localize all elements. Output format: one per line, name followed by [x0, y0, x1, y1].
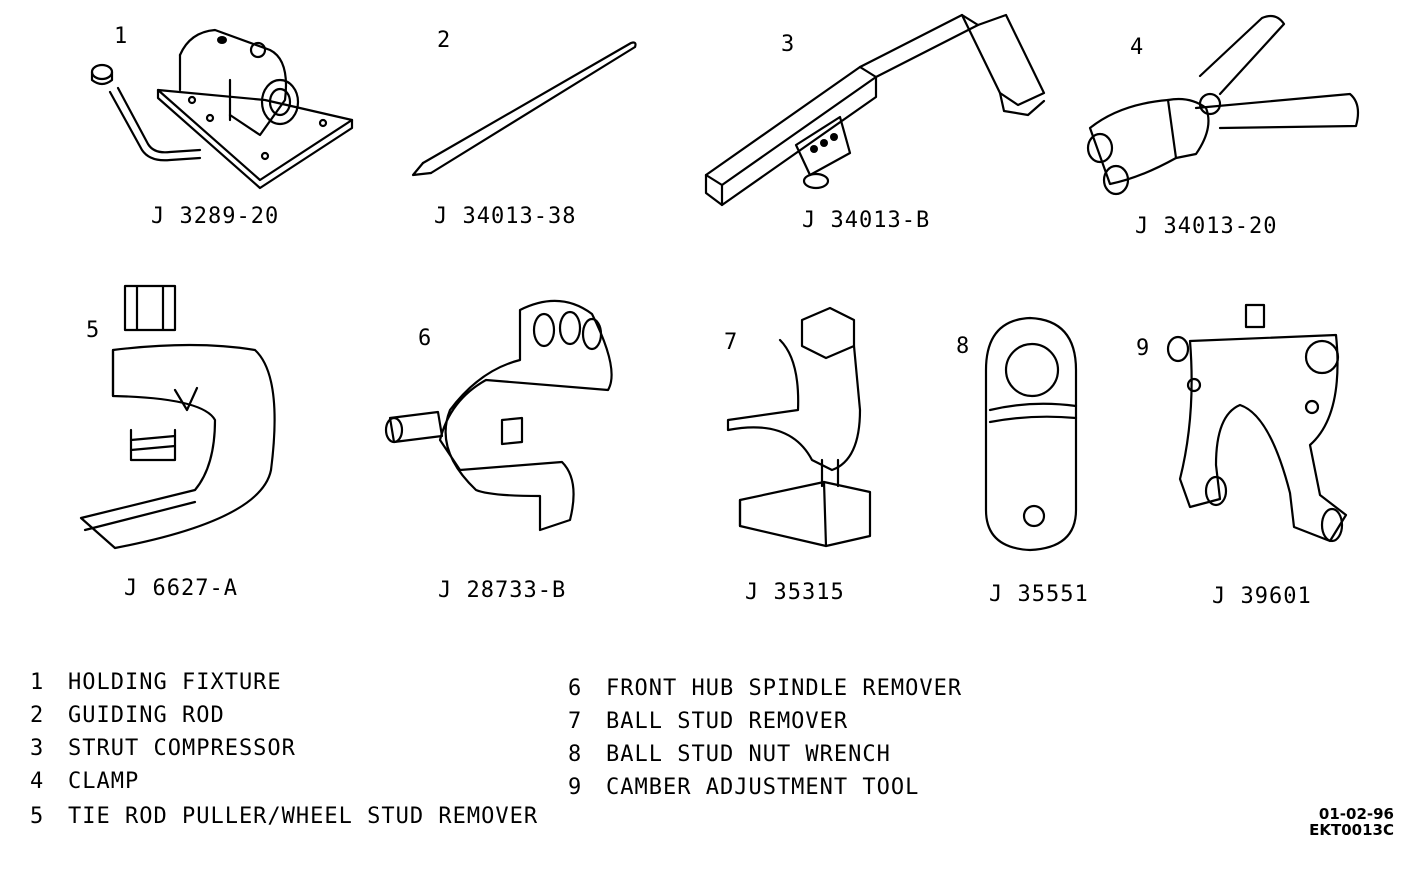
tool-5-part-number: J 6627-A — [124, 576, 238, 601]
tool-1-part-number: J 3289-20 — [151, 204, 280, 229]
tool-5-number: 5 — [86, 318, 100, 343]
clamp-drawing — [1080, 8, 1360, 198]
ball-stud-remover-drawing — [720, 300, 880, 550]
tool-7-number: 7 — [724, 330, 738, 355]
ball-stud-nut-wrench-drawing — [976, 310, 1086, 560]
tool-6-number: 6 — [418, 326, 432, 351]
tie-rod-puller-drawing — [75, 280, 295, 552]
tool-8-part-number: J 35551 — [989, 582, 1089, 607]
tool-4-part-number: J 34013-20 — [1135, 214, 1278, 239]
tool-2-part-number: J 34013-38 — [434, 204, 577, 229]
tool-3-part-number: J 34013-B — [802, 208, 931, 233]
tool-9-number: 9 — [1136, 336, 1150, 361]
guiding-rod-drawing — [405, 35, 645, 185]
tool-9-part-number: J 39601 — [1212, 584, 1312, 609]
holding-fixture-drawing — [80, 20, 370, 190]
camber-adjustment-tool-drawing — [1160, 295, 1370, 550]
strut-compressor-drawing — [700, 5, 1060, 215]
tool-7-part-number: J 35315 — [745, 580, 845, 605]
tool-3-number: 3 — [781, 32, 795, 57]
tool-6-part-number: J 28733-B — [438, 578, 567, 603]
tool-4-number: 4 — [1130, 35, 1144, 60]
tool-1-number: 1 — [114, 24, 128, 49]
figure-code: 01-02-96 EKT0013C — [1309, 806, 1394, 838]
tool-2-number: 2 — [437, 28, 451, 53]
tool-8-number: 8 — [956, 334, 970, 359]
figure-id: EKT0013C — [1309, 821, 1394, 839]
figure-date: 01-02-96 — [1318, 805, 1394, 823]
front-hub-spindle-remover-drawing — [380, 290, 640, 540]
